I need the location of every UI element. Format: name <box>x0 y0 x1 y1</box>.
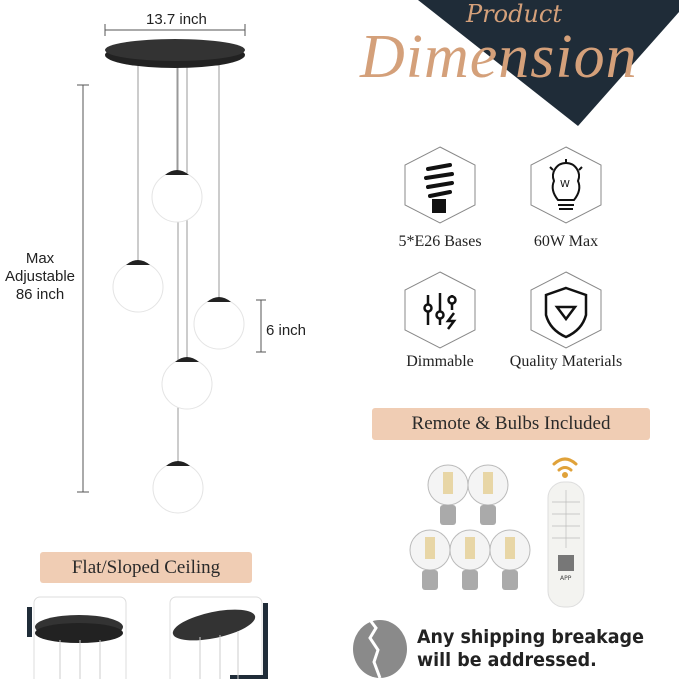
title-dimension: Dimension <box>360 23 638 91</box>
ceiling-banner: Flat/Sloped Ceiling <box>40 552 252 583</box>
remote-bulbs-banner: Remote & Bulbs Included <box>372 408 650 440</box>
shield-diamond-icon <box>544 286 588 339</box>
shipping-notice: Any shipping breakage will be addressed. <box>417 626 644 672</box>
bulbs-remote-image: APP <box>409 457 585 608</box>
broken-package-icon <box>353 619 407 679</box>
feature-icons: W <box>404 146 602 349</box>
feature-label: 60W Max <box>533 233 599 250</box>
shipping-line: Any shipping breakage <box>417 626 644 648</box>
sliders-icon <box>423 293 457 330</box>
width-dimension: 13.7 inch <box>146 11 207 28</box>
feature-label: Dimmable <box>406 353 474 370</box>
spacing-dimension: 6 inch <box>266 322 307 339</box>
pendant-lamp-diagram <box>77 24 266 514</box>
height-text: Adjustable <box>4 268 76 285</box>
svg-text:W: W <box>560 179 570 190</box>
height-text: Max <box>25 250 55 267</box>
header-triangle <box>418 0 679 126</box>
shipping-line: will be addressed. <box>417 649 597 671</box>
height-text: 86 inch <box>15 286 65 303</box>
lightbulb-watt-icon: W <box>549 159 583 210</box>
spiral-bulb-icon <box>424 163 454 213</box>
feature-label: 5*E26 Bases <box>398 233 482 250</box>
ceiling-mount-images <box>27 596 268 679</box>
wifi-icon <box>552 457 578 478</box>
height-dimension: Max Adjustable 86 inch <box>0 250 80 304</box>
title-product: Product <box>466 0 562 28</box>
app-label: APP <box>560 575 572 582</box>
feature-label: Quality Materials <box>509 353 623 370</box>
